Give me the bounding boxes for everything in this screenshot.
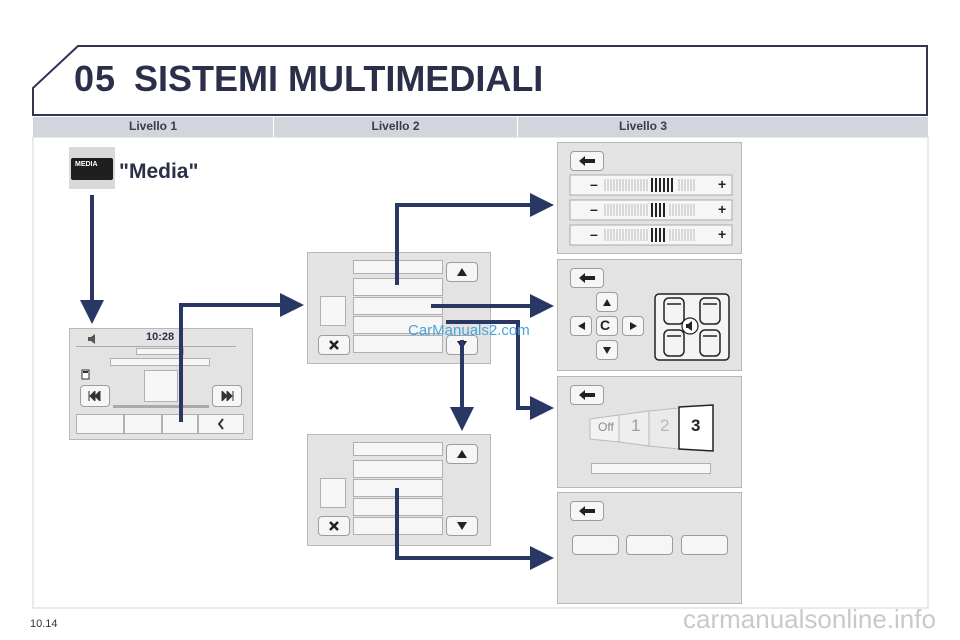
up-triangle-icon [457, 268, 467, 276]
option-button-2[interactable] [626, 535, 673, 555]
card-icon [81, 369, 90, 380]
divider [76, 346, 236, 347]
list-item[interactable] [353, 316, 443, 334]
decrease-button[interactable]: – [590, 176, 598, 192]
up-triangle-icon [603, 298, 611, 306]
up-triangle-icon [457, 450, 467, 458]
close-button[interactable] [318, 335, 350, 355]
car-seat-layout-icon [654, 293, 730, 361]
media-button-label: MEDIA [75, 161, 98, 168]
next-track-icon [221, 391, 234, 401]
balance-right-button[interactable] [622, 316, 644, 336]
level-3-label: Livello 3 [618, 119, 668, 133]
back-button[interactable] [570, 501, 604, 521]
fan-option-1[interactable]: 1 [631, 416, 641, 435]
scroll-up-button[interactable] [446, 262, 478, 282]
bottom-tab-1[interactable] [76, 414, 124, 434]
balance-center-button[interactable] [596, 316, 618, 336]
footer-url: carmanualsonline.info [683, 604, 936, 634]
right-triangle-icon [629, 322, 637, 330]
down-triangle-icon [457, 522, 467, 530]
chapter-number: 05 [74, 58, 117, 99]
fan-option-3-selected[interactable]: 3 [691, 416, 701, 435]
level-1-label: Livello 1 [128, 119, 178, 133]
media-button[interactable]: MEDIA [71, 158, 113, 180]
option-button-3[interactable] [681, 535, 728, 555]
option-button-1[interactable] [572, 535, 619, 555]
watermark: CarManuals2.com [408, 322, 530, 339]
balance-left-button[interactable] [570, 316, 592, 336]
info-line [136, 348, 184, 355]
page-number: 10.14 [30, 618, 58, 630]
level-divider [517, 117, 518, 137]
list-item[interactable] [353, 335, 443, 353]
list-header [353, 442, 443, 456]
balance-up-button[interactable] [596, 292, 618, 312]
balance-down-button[interactable] [596, 340, 618, 360]
clock: 10:28 [146, 331, 175, 343]
down-triangle-icon [603, 346, 611, 354]
status-bar [591, 463, 711, 474]
chevron-left-icon [217, 418, 224, 430]
back-button[interactable] [570, 151, 604, 171]
bottom-tab-2[interactable] [124, 414, 162, 434]
increase-button[interactable]: + [718, 226, 727, 242]
tone-sliders[interactable] [569, 174, 733, 248]
balance-center-label: C [600, 317, 611, 333]
list-thumbnail [320, 478, 346, 508]
levels-bar [33, 117, 928, 137]
increase-button[interactable]: + [718, 201, 727, 217]
close-button[interactable] [318, 516, 350, 536]
back-arrow-icon [579, 273, 595, 283]
previous-track-icon [88, 391, 101, 401]
back-arrow-icon [579, 506, 595, 516]
back-button[interactable] [570, 268, 604, 288]
left-triangle-icon [577, 322, 585, 330]
menu-tab-button[interactable] [198, 414, 244, 434]
level-divider [273, 117, 274, 137]
back-arrow-icon [579, 390, 595, 400]
page-title: SISTEMI MULTIMEDIALI [134, 58, 544, 99]
fan-option-2[interactable]: 2 [660, 416, 670, 435]
album-art [144, 370, 178, 402]
next-track-button[interactable] [212, 385, 242, 407]
increase-button[interactable]: + [718, 176, 727, 192]
fan-speed-selector[interactable] [589, 404, 715, 452]
back-button[interactable] [570, 385, 604, 405]
level-2-label: Livello 2 [371, 119, 420, 133]
list-item[interactable] [353, 460, 443, 478]
list-thumbnail [320, 296, 346, 326]
speaker-icon [88, 334, 95, 344]
close-x-icon [329, 340, 339, 350]
decrease-button[interactable]: – [590, 226, 598, 242]
previous-track-button[interactable] [80, 385, 110, 407]
fan-option-off[interactable]: Off [598, 420, 614, 434]
scroll-up-button[interactable] [446, 444, 478, 464]
track-title-field [110, 358, 210, 366]
scroll-down-button[interactable] [446, 516, 478, 536]
progress-bar [113, 405, 209, 408]
decrease-button[interactable]: – [590, 201, 598, 217]
close-x-icon [329, 521, 339, 531]
media-caption: "Media" [119, 160, 199, 183]
back-arrow-icon [579, 156, 595, 166]
